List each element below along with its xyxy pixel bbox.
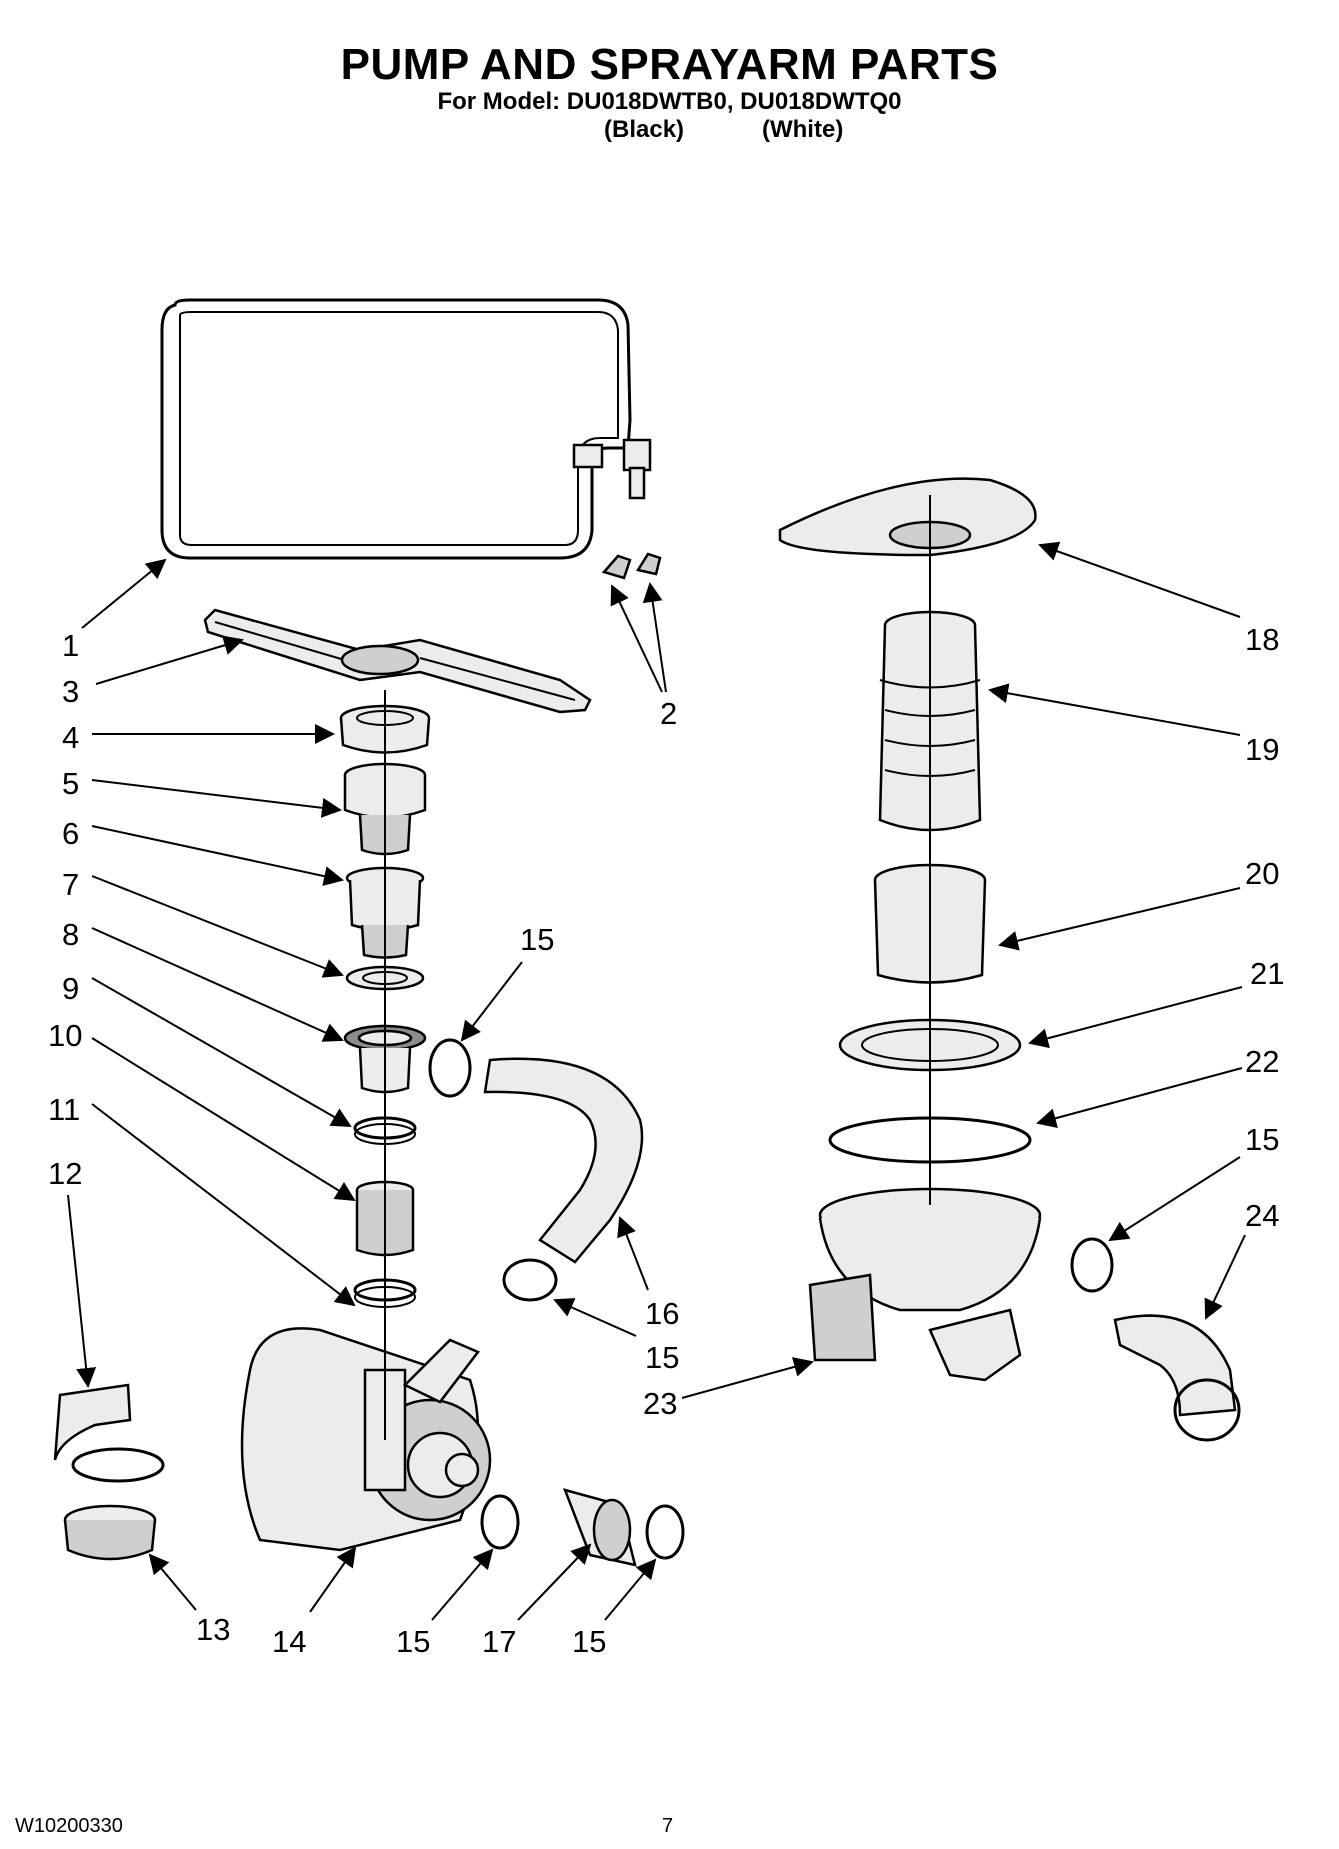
leader-arrows [67,541,1246,1621]
callout-16: 16 [645,1296,679,1331]
callout-24: 24 [1245,1198,1279,1233]
callout-20: 20 [1245,856,1279,891]
page-title: PUMP AND SPRAYARM PARTS [340,40,999,89]
page-number: 7 [662,1815,674,1837]
sprayarm-part [203,608,592,714]
callout-15-d: 15 [572,1624,606,1659]
document-number: W10200330 [15,1815,123,1837]
callout-15-a: 15 [520,922,554,957]
model-line: For Model: DU018DWTB0, DU018DWTQ0 [437,88,902,115]
callout-15-e: 15 [1245,1122,1279,1157]
curved-hose-part [483,1057,644,1264]
callout-1: 1 [62,628,79,663]
callout-22: 22 [1245,1044,1279,1079]
cap-part [63,1504,157,1561]
callout-17: 17 [482,1624,516,1659]
callout-18: 18 [1245,622,1279,657]
callout-6: 6 [62,816,79,851]
callout-4: 4 [62,720,79,755]
elbow-hose-part [1113,1314,1241,1442]
callout-12: 12 [48,1156,82,1191]
callout-13: 13 [196,1612,230,1647]
variant-black-label: (Black) [604,116,685,143]
sump-part [808,1187,1042,1382]
callout-labels: 1 2 3 4 5 6 7 8 9 10 11 12 13 14 15 15 1… [48,622,1284,1659]
callout-23: 23 [643,1386,677,1421]
seal-plate-part [778,477,1037,557]
callout-2: 2 [660,696,677,731]
callout-3: 3 [62,674,79,709]
callout-8: 8 [62,917,79,952]
assembly-axis-lines [384,495,931,1440]
callout-11: 11 [48,1092,80,1127]
bracket-part [53,1383,165,1483]
callout-7: 7 [62,867,79,902]
callout-21: 21 [1250,956,1284,991]
clip-part [601,552,662,580]
variant-white-label: (White) [762,116,844,143]
hose-clamp-part [428,1038,1114,1560]
callout-10: 10 [48,1018,82,1053]
callout-14: 14 [272,1624,306,1659]
coupler-part [562,1488,637,1567]
heating-element-part [160,298,652,560]
callout-5: 5 [62,766,79,801]
callout-15-c: 15 [396,1624,430,1659]
callout-19: 19 [1245,732,1279,767]
callout-15-b: 15 [645,1340,679,1375]
pump-motor-part [240,1327,492,1552]
callout-9: 9 [62,971,79,1006]
